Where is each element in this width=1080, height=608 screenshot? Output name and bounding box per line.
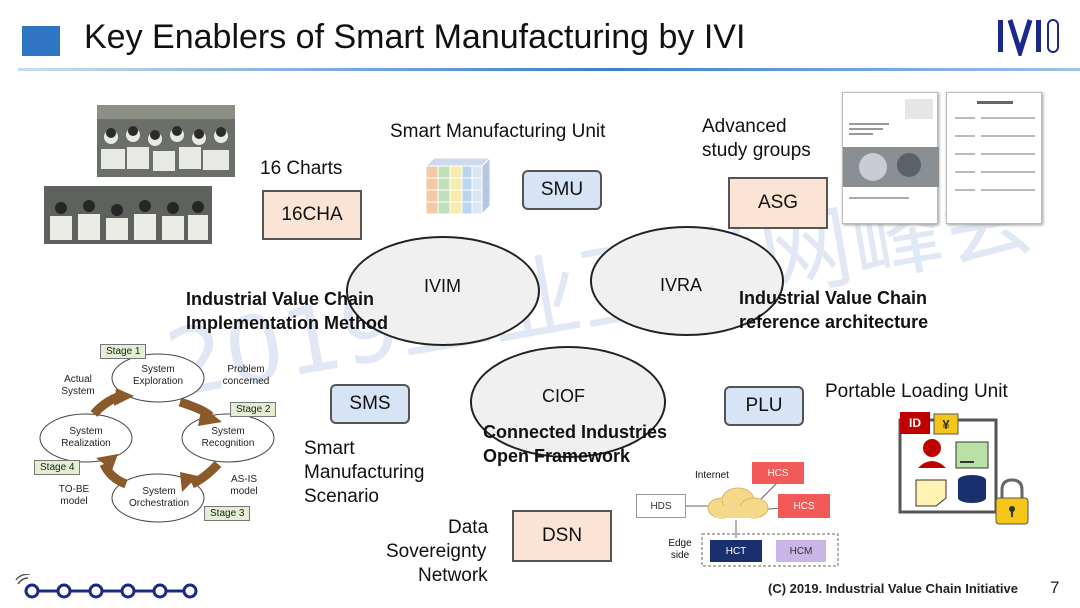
internet-label: Internet (695, 469, 729, 481)
hct-node: HCT (710, 540, 762, 562)
network-diagram (684, 479, 839, 567)
cycle-node-exploration: System Exploration (132, 364, 184, 387)
sms-caption-line1: Smart (304, 438, 355, 459)
chain-logo-icon (15, 574, 198, 599)
ivra-label: IVRA (660, 275, 703, 295)
smu-box: SMU (522, 170, 602, 210)
ciof-desc-line2: Open Framework (483, 446, 631, 466)
ivim-label: IVIM (424, 276, 462, 296)
stage-2-tag: Stage 2 (230, 402, 277, 417)
note-actual-system: Actual System (61, 374, 95, 397)
yen-tag: ¥ (942, 416, 950, 432)
sms-box: SMS (330, 384, 410, 424)
document-contents-image (946, 92, 1042, 224)
meeting-photo-1 (97, 105, 235, 177)
asg-box: ASG (728, 177, 828, 229)
asg-caption-line1: Advanced (702, 116, 787, 137)
dsn-caption-line1: Data (448, 517, 489, 538)
plu-box: PLU (724, 386, 804, 426)
cycle-node-recognition: System Recognition (201, 426, 255, 449)
ivra-desc-line2: reference architecture (739, 312, 929, 332)
page-number: 7 (1050, 578, 1060, 597)
smu-caption: Smart Manufacturing Unit (390, 121, 606, 142)
ciof-desc-line1: Connected Industries (483, 422, 668, 442)
meeting-photo-2 (44, 186, 212, 244)
note-problem-concerned: Problem concerned (222, 364, 270, 387)
ciof-label: CIOF (542, 386, 585, 406)
title-accent-square (22, 26, 60, 56)
cha-box: 16CHA (262, 190, 362, 240)
dsn-caption-line2: Sovereignty (386, 541, 487, 562)
note-as-is-model: AS-IS model (230, 474, 258, 497)
hcm-node: HCM (776, 540, 826, 562)
stage-3-tag: Stage 3 (204, 506, 251, 521)
cha-caption: 16 Charts (260, 158, 343, 179)
asg-caption-line2: study groups (702, 140, 811, 161)
hcs-node-2: HCS (778, 494, 830, 518)
stage-4-tag: Stage 4 (34, 460, 81, 475)
ivim-ellipse (346, 236, 540, 346)
title-divider (18, 68, 1080, 71)
ivra-ellipse (590, 226, 784, 336)
cube-grid-icon (424, 156, 492, 216)
stage-1-tag: Stage 1 (100, 344, 147, 359)
ivi-logo (998, 19, 1059, 56)
hds-node: HDS (636, 494, 686, 518)
cycle-node-realization: System Realization (61, 426, 111, 449)
plu-caption: Portable Loading Unit (825, 381, 1008, 402)
page-title: Key Enablers of Smart Manufacturing by I… (84, 18, 746, 56)
hcs-node-1: HCS (752, 462, 804, 484)
id-tag: ID (909, 416, 921, 430)
ciof-ellipse (470, 346, 666, 458)
ivim-desc-line1: Industrial Value Chain (186, 289, 375, 309)
dsn-box: DSN (512, 510, 612, 562)
portable-loading-unit-icon (898, 412, 1029, 525)
ivra-desc-line1: Industrial Value Chain (739, 288, 928, 308)
edge-side-label: Edge side (668, 538, 692, 561)
dsn-caption-line3: Network (418, 565, 488, 586)
footer-copyright: (C) 2019. Industrial Value Chain Initiat… (768, 581, 1018, 596)
sms-caption-line2: Manufacturing (304, 462, 425, 483)
sms-caption-line3: Scenario (304, 486, 379, 507)
cycle-node-orchestration: System Orchestration (128, 486, 190, 509)
ivim-cycle-diagram (39, 353, 275, 523)
ivim-desc-line2: Implementation Method (186, 313, 388, 333)
document-cover-image (842, 92, 939, 224)
note-to-be-model: TO-BE model (58, 484, 90, 507)
